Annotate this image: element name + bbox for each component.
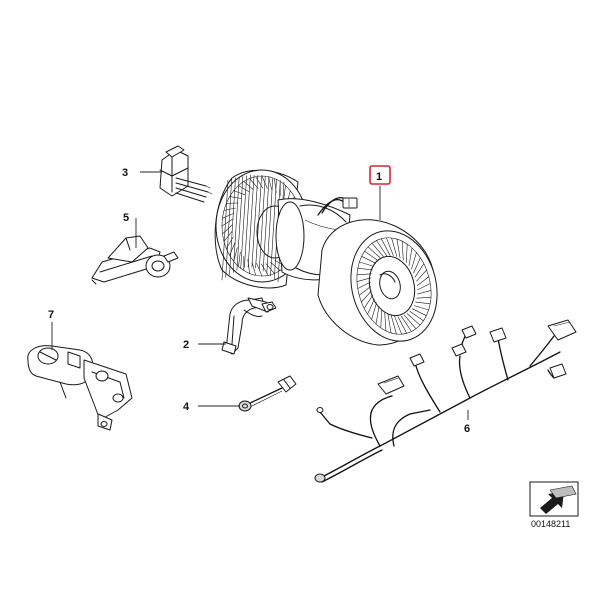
fan-blade bbox=[233, 190, 246, 196]
fan-blade bbox=[238, 185, 250, 193]
fan-blade bbox=[356, 277, 371, 282]
fan-blade bbox=[413, 305, 429, 311]
fan-blade bbox=[357, 267, 373, 271]
fan-blade bbox=[222, 213, 234, 219]
leader-lines bbox=[51, 171, 469, 420]
label-part-6: 6 bbox=[464, 423, 470, 435]
connector-c bbox=[547, 319, 577, 341]
diagram-number: 00148211 bbox=[531, 519, 570, 529]
fan-blade bbox=[243, 181, 254, 190]
temperature-sensor[interactable] bbox=[238, 375, 297, 412]
fan-blade bbox=[409, 311, 424, 322]
fan-blade bbox=[270, 179, 277, 277]
fan-blade bbox=[387, 313, 392, 334]
fan-blade bbox=[406, 313, 421, 326]
fan-blade bbox=[251, 261, 256, 276]
fan-blade bbox=[405, 243, 408, 263]
fan-blade bbox=[413, 257, 421, 274]
fan-blade bbox=[411, 308, 427, 317]
fan-blade bbox=[396, 238, 401, 259]
fan-blade bbox=[386, 237, 394, 256]
fan-blade bbox=[416, 269, 427, 282]
fan-blade bbox=[357, 281, 371, 289]
output-stage[interactable] bbox=[91, 235, 179, 285]
fan-blade bbox=[229, 196, 242, 199]
fan-blade bbox=[371, 242, 385, 258]
ring-terminal bbox=[314, 473, 326, 483]
fan-blade bbox=[403, 314, 417, 330]
fan-blade bbox=[380, 238, 391, 256]
fan-blade bbox=[371, 302, 377, 320]
fan-blade bbox=[221, 218, 233, 227]
label-part-1: 1 bbox=[376, 171, 382, 183]
fan-blade bbox=[367, 246, 382, 259]
fan-blade bbox=[380, 309, 383, 329]
connector-b bbox=[461, 325, 477, 339]
fan-blade bbox=[225, 178, 232, 278]
fan-blade bbox=[244, 174, 251, 268]
highlight-box bbox=[369, 165, 391, 185]
fan-blade bbox=[361, 255, 377, 264]
fan-blade bbox=[400, 315, 412, 332]
fan-blade bbox=[222, 224, 233, 235]
fan-blade bbox=[401, 240, 404, 261]
fan-blade bbox=[416, 276, 430, 286]
fan-blade bbox=[251, 174, 259, 268]
fan-blade bbox=[384, 311, 387, 332]
fan-blade bbox=[236, 175, 244, 271]
label-part-2: 2 bbox=[183, 339, 189, 351]
fan-blade bbox=[417, 290, 432, 295]
fan-blade bbox=[375, 306, 380, 325]
fan-blade bbox=[411, 252, 417, 270]
arrow-icon bbox=[540, 485, 577, 514]
orientation-box: 00148211 bbox=[529, 481, 579, 529]
fan-blade bbox=[247, 174, 255, 268]
fan-blade bbox=[229, 177, 236, 275]
fan-blade bbox=[240, 175, 247, 269]
fan-blade bbox=[229, 242, 236, 256]
fan-blade bbox=[414, 263, 425, 278]
fan-blade bbox=[408, 247, 413, 266]
fan-blade bbox=[238, 251, 241, 267]
fan-blade bbox=[367, 298, 375, 315]
fan-blade bbox=[258, 175, 266, 270]
fan-blade bbox=[283, 185, 286, 201]
fan-blade bbox=[232, 176, 240, 273]
motor-connector bbox=[342, 197, 358, 209]
actuator-bracket[interactable] bbox=[27, 345, 133, 431]
fan-blade bbox=[256, 263, 263, 277]
fan-blade bbox=[415, 301, 431, 305]
blower-resistor[interactable] bbox=[159, 145, 213, 203]
connector-a bbox=[377, 375, 405, 395]
fan-blade bbox=[390, 315, 397, 335]
fan-blade bbox=[397, 316, 408, 334]
mounting-bracket[interactable] bbox=[221, 297, 277, 355]
label-part-3: 3 bbox=[122, 167, 128, 179]
fan-blade bbox=[364, 250, 379, 261]
fan-blade bbox=[221, 179, 229, 281]
fan-blade bbox=[359, 261, 375, 267]
fan-blade bbox=[260, 263, 269, 276]
fan-blade bbox=[363, 294, 374, 309]
label-part-5: 5 bbox=[123, 212, 129, 224]
fan-blade bbox=[361, 290, 372, 303]
wiring-harness[interactable] bbox=[314, 319, 577, 483]
fan-blade bbox=[262, 176, 270, 272]
fan-blade bbox=[247, 259, 250, 274]
fan-blade bbox=[255, 176, 264, 189]
fan-blade bbox=[266, 177, 274, 274]
fan-blade bbox=[416, 296, 432, 299]
fan-blade bbox=[376, 240, 388, 257]
fan-blade bbox=[417, 283, 431, 291]
fan-blade bbox=[394, 315, 402, 335]
right-fan-wheel bbox=[317, 219, 438, 346]
fan-blade bbox=[391, 237, 398, 257]
label-part-4: 4 bbox=[183, 401, 190, 413]
fan-blade bbox=[358, 286, 372, 296]
fan-blade bbox=[356, 273, 372, 276]
label-part-7: 7 bbox=[48, 309, 54, 321]
blower-motor-assembly[interactable] bbox=[214, 169, 449, 351]
